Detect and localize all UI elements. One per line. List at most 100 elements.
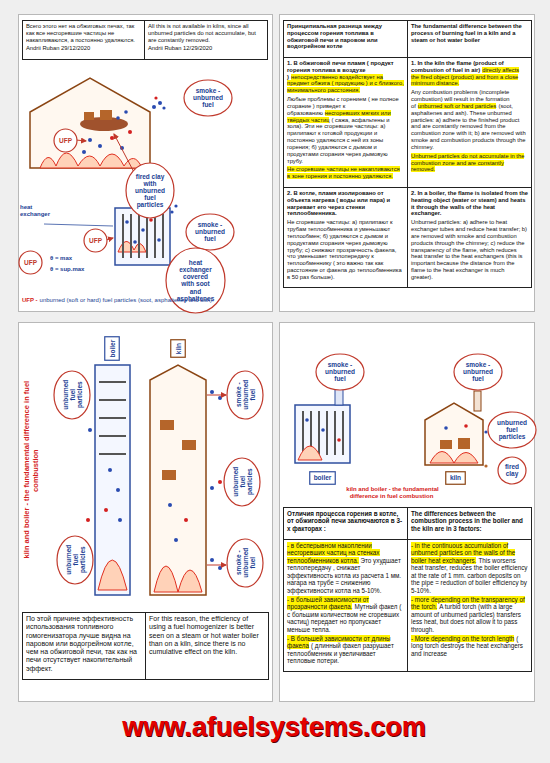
label-holder: heat exchanger: [20, 204, 62, 218]
table-text: All this is not available in kilns, sinc…: [148, 23, 256, 43]
callout-ellipse: unburned fuel particles: [53, 370, 91, 420]
table-text: unburned soft or hard particles: [418, 103, 497, 109]
table-cell: 2. В котле, пламя изолировано от объекта…: [283, 187, 408, 288]
callout-text: UFP: [24, 259, 38, 266]
label-holder: kiln and boiler - the fundamental differ…: [23, 380, 40, 560]
table-cell: All this is not available in kilns, sinc…: [144, 20, 268, 60]
callout-text: UFP: [89, 237, 103, 244]
label-box: boiler: [104, 336, 120, 361]
callout-text: smoke - unburned fuel: [195, 221, 226, 242]
outline-shape: [184, 80, 232, 116]
callout-text-group: smoke - unburned fuel: [325, 361, 356, 382]
paragraph: Unburned particles do not accumulate in …: [411, 153, 528, 173]
paragraph: Не сгоревшие частицы: а) прилипают к тру…: [287, 219, 404, 280]
paragraph: - в бесперывном накоплении несгоревших ч…: [287, 542, 404, 594]
outline-shape: [310, 472, 336, 485]
table-cell: Отличия процесса горения в котле, от обж…: [283, 507, 408, 540]
callout-text-group: boiler: [313, 474, 332, 481]
table-text: 2. В котле, пламя изолировано от объекта…: [287, 190, 390, 216]
label-holder: θ = max: [50, 255, 94, 262]
outline-shape: [166, 248, 225, 313]
callout-ellipse: smoke - unburned fuel: [183, 79, 233, 117]
formula-label: θ = sup.max: [50, 266, 84, 272]
table-cell: 1. В обжиговой печи пламя ( продукт горе…: [283, 57, 408, 188]
callout-ellipse: fired clay: [497, 456, 527, 485]
callout-ellipse: heat exchanger covered with soot and asp…: [165, 247, 226, 314]
table-text: Принципиальная разница между процессом г…: [287, 23, 382, 49]
table-cell: The fundamental difference between the p…: [407, 20, 532, 58]
callout-text: smoke - unburned fuel: [463, 361, 494, 382]
outline-shape: [19, 251, 42, 274]
table-text: The differences between the combustion p…: [411, 510, 523, 532]
table-text: Не сгоревшие частицы: а) прилипают к тру…: [287, 219, 402, 280]
outline-shape: [171, 340, 186, 358]
callout-text: smoke - unburned fuel: [325, 361, 356, 382]
callout-ellipse: unburned fuel particles: [56, 535, 94, 585]
table-text: Всего этого нет на обжиговых печах, так …: [26, 23, 135, 43]
outline-shape: [316, 354, 364, 390]
paragraph: Принципиальная разница между процессом г…: [287, 23, 404, 50]
callout-text-group: boiler: [108, 339, 115, 358]
callout-text: unburned fuel particles: [497, 419, 528, 440]
outline-shape: [57, 536, 93, 584]
label-holder: www.afuelsystems.com: [0, 712, 550, 743]
paragraph: - В большей зависимости от длины факела(…: [287, 635, 404, 665]
paragraph: Unburned particles: a) adhere to heat ex…: [411, 219, 528, 280]
callout-ellipse: smoke - unburned fuel: [185, 213, 235, 251]
table-text: Не сгоревшие частицы не накапливаются в …: [287, 166, 400, 179]
table-text: Andrii Ruban 29/12/2020: [26, 45, 90, 51]
outline-shape: [126, 163, 174, 218]
label-holder: θ = sup.max: [50, 266, 94, 273]
table-text: Отличия процесса горения в котле, от обж…: [287, 510, 402, 532]
callout-text-group: UFP: [24, 259, 38, 266]
table-text: The fundamental difference between the p…: [411, 23, 522, 43]
table-text: - More depending on the torch length: [411, 635, 514, 642]
formula-label: θ = max: [50, 255, 72, 261]
outline-shape: [227, 539, 263, 587]
outline-shape: [105, 337, 120, 361]
paragraph: The differences between the combustion p…: [411, 510, 528, 532]
table-cell: The differences between the combustion p…: [407, 507, 532, 540]
outline-shape: [498, 457, 526, 484]
paragraph: The fundamental difference between the p…: [411, 23, 528, 43]
table-text: Unburned particles do not accumulate in …: [411, 153, 524, 173]
callout-text-group: unburned fuel particles: [231, 466, 252, 497]
kiln-boiler-sketch: [86, 365, 226, 595]
callout-text-group: smoke - unburned fuel: [234, 379, 255, 410]
ufp-circle: UFP: [18, 250, 43, 275]
callout-text-group: kiln: [174, 342, 181, 355]
table-text: Unburned particles: a) adhere to heat ex…: [411, 219, 527, 280]
footnote: unburned (soft or hard) fuel particles (…: [40, 297, 214, 303]
callout-text: UFP: [59, 137, 73, 144]
callout-ellipse: smoke - unburned fuel: [453, 353, 503, 391]
callout-text-group: unburned fuel particles: [64, 544, 85, 575]
callout-text: boiler: [108, 339, 115, 358]
part-label: heat exchanger: [20, 204, 50, 217]
table-cell: По этой причине эффективность использова…: [22, 612, 146, 680]
callout-text: fired clay with unburned fuel particles: [135, 173, 166, 209]
paragraph: - More depending on the torch length( lo…: [411, 635, 528, 657]
callout-text-group: UFP: [59, 137, 73, 144]
callout-ellipse: unburned fuel particles: [223, 457, 261, 507]
table-text: непосредственно воздействует на предмет …: [287, 74, 404, 94]
outline-shape: [54, 129, 77, 152]
table-cell: For this reason, the efficiency of using…: [145, 612, 269, 680]
table-cell: - в бесперывном накоплении несгоревших ч…: [283, 539, 408, 672]
callout-ellipse: smoke - unburned fuel: [315, 353, 365, 391]
paragraph: Не сгоревшие частицы не накапливаются в …: [287, 166, 404, 180]
label-box: kiln: [170, 339, 186, 358]
callout-text: unburned fuel particles: [61, 379, 82, 410]
outline-shape: [454, 354, 502, 390]
callout-text-group: smoke - unburned fuel: [195, 221, 226, 242]
paragraph: Andrii Ruban 12/29/2020: [148, 45, 264, 52]
paragraph: - more depending on the transparency of …: [411, 596, 528, 633]
callout-text: smoke - unburned fuel: [234, 379, 255, 410]
callout-text-group: fired clay with unburned fuel particles: [135, 173, 166, 209]
callout-text: smoke - unburned fuel: [234, 547, 255, 578]
ufp-circle: UFP: [83, 228, 108, 253]
table-cell: Всего этого нет на обжиговых печах, так …: [22, 20, 145, 60]
callout-text: kiln: [174, 342, 181, 355]
paragraph: - в большей зависимости от прозрачности …: [287, 596, 404, 633]
ufp-circle: UFP: [53, 128, 78, 153]
footnote: UFP -: [22, 297, 38, 303]
